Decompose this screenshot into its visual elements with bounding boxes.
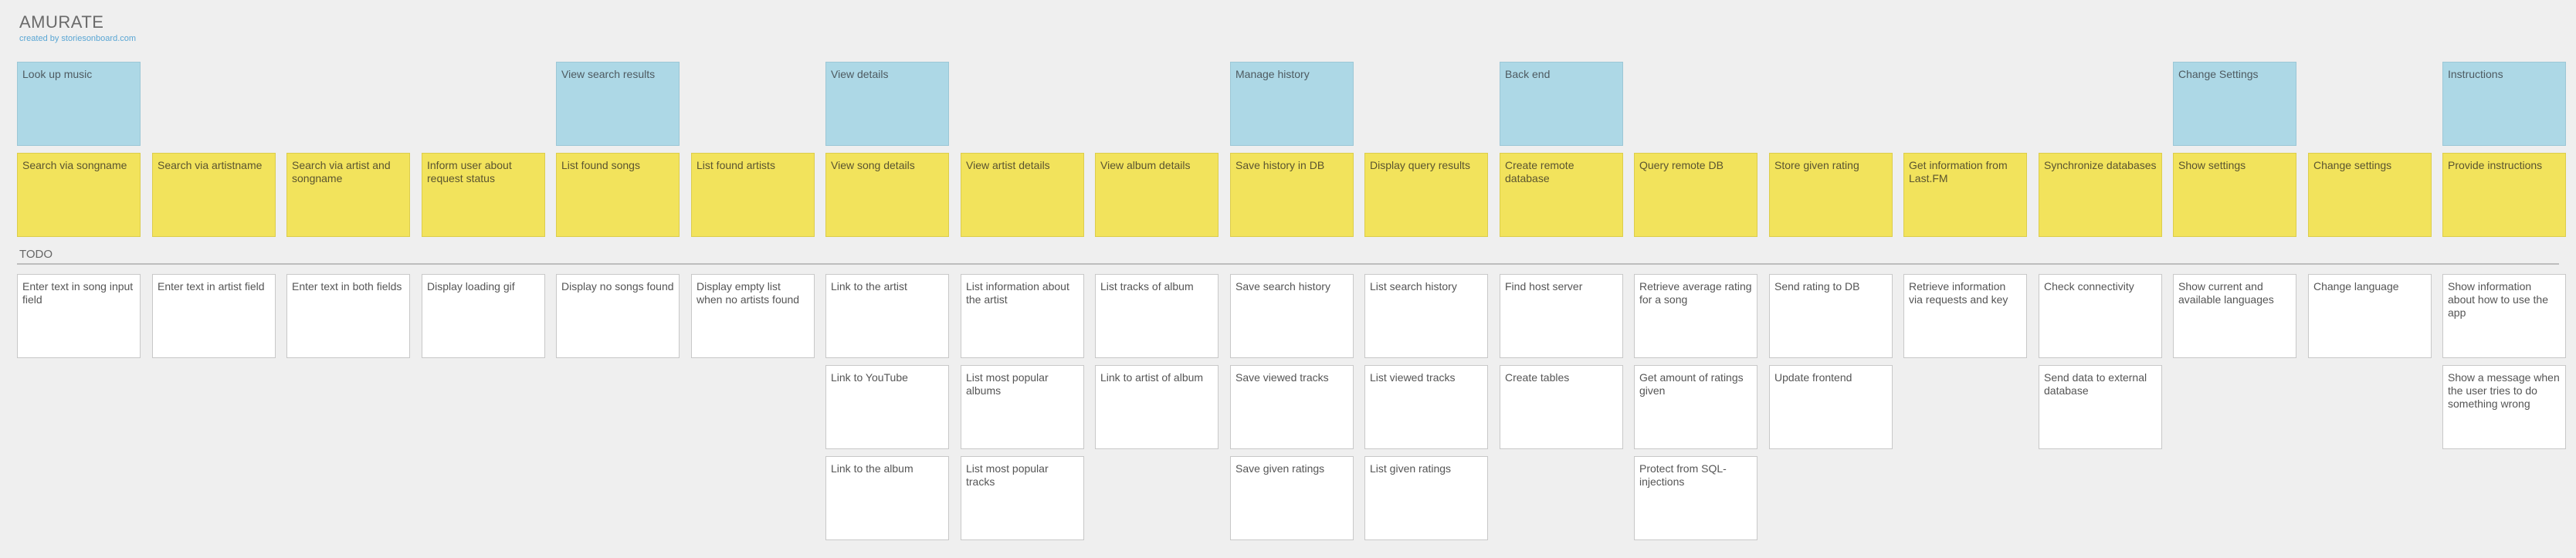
story-card[interactable]: Show a message when the user tries to do… (2442, 365, 2566, 449)
task-card[interactable]: View song details (825, 153, 949, 237)
task-card[interactable]: Save history in DB (1230, 153, 1354, 237)
story-card[interactable]: Enter text in both fields (286, 274, 410, 358)
story-card[interactable]: Enter text in artist field (152, 274, 276, 358)
task-card[interactable]: Provide instructions (2442, 153, 2566, 237)
story-card[interactable]: Display no songs found (556, 274, 680, 358)
story-card[interactable]: Display empty list when no artists found (691, 274, 815, 358)
task-card[interactable]: Display query results (1364, 153, 1488, 237)
board-header: AMURATE created by storiesonboard.com (19, 11, 136, 43)
story-card[interactable]: Create tables (1500, 365, 1623, 449)
story-card[interactable]: Enter text in song input field (17, 274, 141, 358)
release-divider: TODO (17, 246, 2559, 265)
activity-card[interactable]: Look up music (17, 62, 141, 146)
story-card[interactable]: Save search history (1230, 274, 1354, 358)
story-card[interactable]: List information about the artist (961, 274, 1084, 358)
task-card[interactable]: Create remote database (1500, 153, 1623, 237)
story-card[interactable]: Change language (2308, 274, 2432, 358)
story-card[interactable]: Link to the artist (825, 274, 949, 358)
story-card[interactable]: Send rating to DB (1769, 274, 1893, 358)
activity-card[interactable]: Back end (1500, 62, 1623, 146)
story-card[interactable]: Update frontend (1769, 365, 1893, 449)
activity-card[interactable]: View details (825, 62, 949, 146)
task-card[interactable]: Synchronize databases (2039, 153, 2162, 237)
release-label[interactable]: TODO (19, 248, 53, 261)
activity-card[interactable]: View search results (556, 62, 680, 146)
task-card[interactable]: List found artists (691, 153, 815, 237)
story-card[interactable]: Retrieve average rating for a song (1634, 274, 1757, 358)
task-card[interactable]: View album details (1095, 153, 1219, 237)
activity-card[interactable]: Instructions (2442, 62, 2566, 146)
story-card[interactable]: Send data to external database (2039, 365, 2162, 449)
story-card[interactable]: List tracks of album (1095, 274, 1219, 358)
story-card[interactable]: List given ratings (1364, 456, 1488, 540)
story-card[interactable]: Link to artist of album (1095, 365, 1219, 449)
story-card[interactable]: Check connectivity (2039, 274, 2162, 358)
task-card[interactable]: Inform user about request status (422, 153, 545, 237)
task-card[interactable]: Change settings (2308, 153, 2432, 237)
story-card[interactable]: Link to YouTube (825, 365, 949, 449)
task-card[interactable]: Show settings (2173, 153, 2296, 237)
story-card[interactable]: Find host server (1500, 274, 1623, 358)
activity-card[interactable]: Change Settings (2173, 62, 2296, 146)
task-card[interactable]: List found songs (556, 153, 680, 237)
task-card[interactable]: View artist details (961, 153, 1084, 237)
story-card[interactable]: Link to the album (825, 456, 949, 540)
credit-link[interactable]: created by storiesonboard.com (19, 34, 137, 43)
task-card[interactable]: Search via artist and songname (286, 153, 410, 237)
task-card[interactable]: Search via artistname (152, 153, 276, 237)
story-card[interactable]: Save given ratings (1230, 456, 1354, 540)
story-card[interactable]: Protect from SQL-injections (1634, 456, 1757, 540)
activity-card[interactable]: Manage history (1230, 62, 1354, 146)
story-card[interactable]: List most popular tracks (961, 456, 1084, 540)
story-card[interactable]: Show information about how to use the ap… (2442, 274, 2566, 358)
board-title: AMURATE (19, 12, 104, 32)
story-card[interactable]: List most popular albums (961, 365, 1084, 449)
task-card[interactable]: Store given rating (1769, 153, 1893, 237)
task-card[interactable]: Search via songname (17, 153, 141, 237)
story-card[interactable]: Show current and available languages (2173, 274, 2296, 358)
story-card[interactable]: List search history (1364, 274, 1488, 358)
story-card[interactable]: Get amount of ratings given (1634, 365, 1757, 449)
story-card[interactable]: List viewed tracks (1364, 365, 1488, 449)
story-card[interactable]: Display loading gif (422, 274, 545, 358)
story-card[interactable]: Retrieve information via requests and ke… (1903, 274, 2027, 358)
task-card[interactable]: Get information from Last.FM (1903, 153, 2027, 237)
task-card[interactable]: Query remote DB (1634, 153, 1757, 237)
story-card[interactable]: Save viewed tracks (1230, 365, 1354, 449)
